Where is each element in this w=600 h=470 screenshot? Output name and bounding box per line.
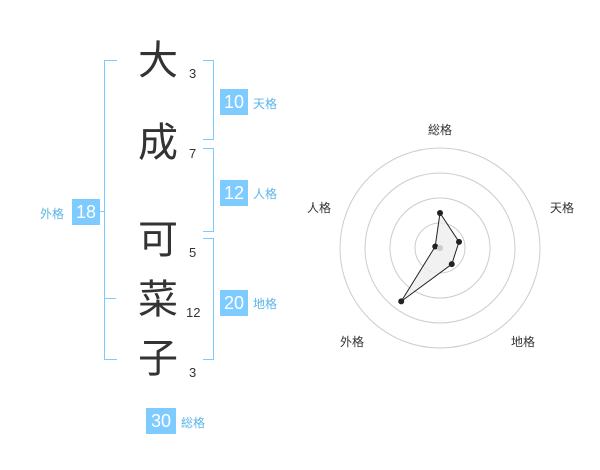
radar-point: [448, 261, 455, 268]
chikaku-value: 20: [220, 290, 248, 316]
name-char-4: 菜: [138, 277, 178, 323]
radar-chart: [339, 147, 541, 349]
gaikaku-bracket: [104, 60, 117, 360]
chikaku-bracket: [203, 238, 214, 360]
jinkaku-value: 12: [220, 180, 248, 206]
stroke-count-5: 3: [189, 365, 197, 380]
tenkaku-bracket: [203, 60, 214, 140]
radar-point: [437, 210, 443, 216]
radar-label-chikaku: 地格: [510, 335, 535, 349]
tenkaku-label: 天格: [253, 97, 278, 111]
radar-ring-3: [389, 197, 491, 299]
name-char-1: 大: [138, 38, 178, 84]
radar-points: [398, 210, 463, 305]
name-char-2: 成: [138, 120, 178, 166]
radar-label-soukaku: 総格: [427, 123, 452, 137]
soukaku-label: 総格: [181, 416, 206, 430]
radar-point: [456, 238, 463, 245]
stroke-count-4: 12: [186, 305, 201, 320]
jinkaku-label: 人格: [253, 187, 278, 201]
name-char-3: 可: [138, 217, 178, 263]
radar-shape: [400, 211, 460, 302]
radar-label-tenkaku: 天格: [549, 201, 574, 215]
radar-center: [437, 245, 443, 251]
gaikaku-value: 18: [72, 199, 100, 225]
radar-label-jinkaku: 人格: [306, 201, 331, 215]
tenkaku-value: 10: [220, 89, 248, 115]
radar-label-gaikaku: 外格: [339, 335, 364, 349]
stroke-count-2: 7: [189, 146, 197, 161]
gaikaku-label: 外格: [40, 207, 65, 221]
soukaku-value: 30: [146, 408, 176, 434]
name-char-5: 子: [138, 336, 178, 382]
chikaku-label: 地格: [253, 297, 278, 311]
stroke-count-1: 3: [189, 66, 197, 81]
radar-ring-2: [364, 172, 516, 324]
jinkaku-bracket: [203, 148, 214, 232]
gaikaku-divider: [104, 298, 116, 299]
radar-point: [432, 243, 439, 250]
radar-ring-1: [339, 147, 541, 349]
stroke-count-3: 5: [189, 245, 197, 260]
radar-point: [398, 298, 405, 305]
